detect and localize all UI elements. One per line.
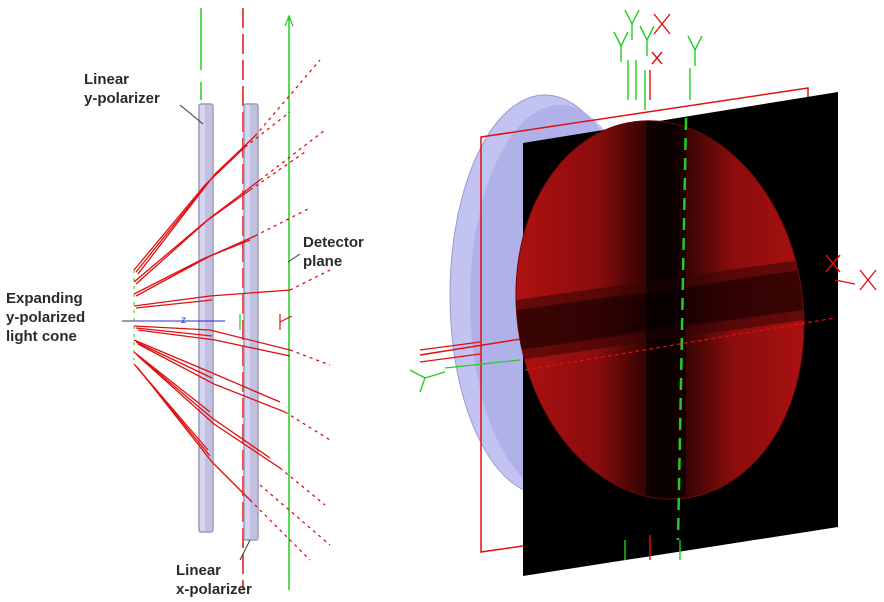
z-axis-label: z [181,315,186,326]
label-x-polarizer: Linear x-polarizer [176,561,252,599]
label-line: y-polarized [6,309,86,326]
label-line: Linear [84,71,130,88]
vertical-axis-green [676,117,688,541]
ray-fan [133,59,331,561]
label-light-cone: Expanding y-polarized light cone [6,289,85,346]
axis-triad-x [649,13,877,291]
left-diagram [122,8,331,590]
label-line: Linear [176,562,222,579]
label-line: plane [303,253,343,270]
label-line: Expanding [6,290,83,307]
label-line: Detector [303,234,364,251]
label-line: x-polarizer [176,581,252,598]
label-detector-plane: Detector plane [303,233,364,271]
right-diagram [409,9,877,576]
label-y-polarizer: Linear y-polarizer [84,70,160,108]
label-line: light cone [6,328,77,345]
axis-triad-y [409,9,703,393]
callout-arrow [179,104,204,125]
label-line: y-polarizer [84,90,160,107]
